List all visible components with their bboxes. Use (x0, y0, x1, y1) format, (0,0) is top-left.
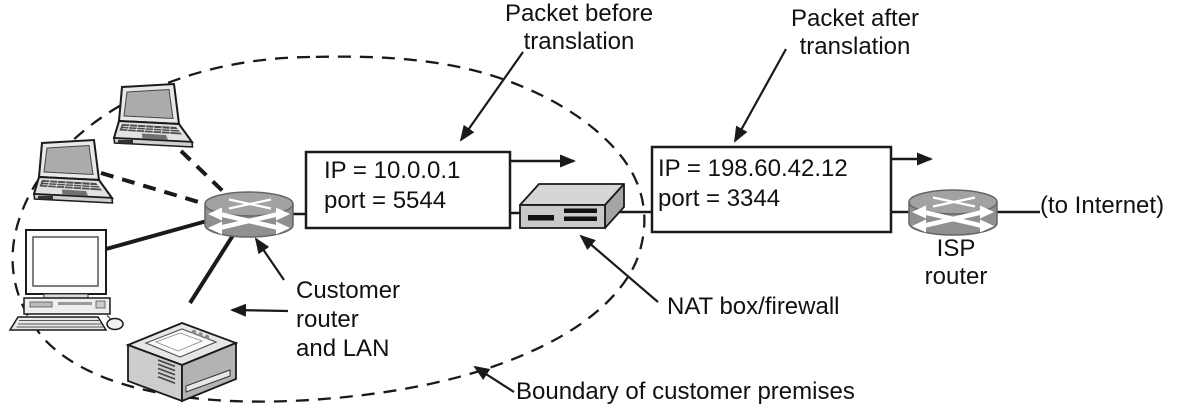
packet-after-ip: IP = 198.60.42.12 (658, 155, 848, 182)
boundary-pointer-arrow (473, 365, 515, 393)
boundary-label: Boundary of customer premises (516, 378, 855, 405)
laptop-icon (33, 139, 114, 204)
packet-before-label: Packet before translation (489, 0, 669, 56)
isp-router-label-line1: ISP (936, 235, 976, 262)
packet-before-pointer-arrow (459, 51, 524, 142)
packet-after-pointer-arrow (734, 48, 787, 143)
isp-router-label-line2: router (924, 263, 988, 290)
nat-box-icon (519, 183, 625, 229)
customer-router-label: Customer router and LAN (296, 276, 400, 363)
packet-before-content: IP = 10.0.0.1 port = 5544 (324, 156, 460, 216)
lan-link-desktop (105, 217, 215, 251)
laptop-icon (113, 83, 194, 148)
nat-box-pointer-arrow (579, 234, 659, 303)
packet-before-label-line2: translation (523, 28, 635, 55)
packet-before-ip: IP = 10.0.0.1 (324, 157, 461, 184)
customer-router-label-line1: Customer (296, 277, 401, 304)
packet-after-label-line1: Packet after (790, 5, 920, 32)
nat-box-label: NAT box/firewall (667, 293, 840, 320)
customer-premises-boundary-outline (11, 55, 646, 403)
isp-router-icon (909, 190, 997, 235)
packet-after-content: IP = 198.60.42.12 port = 3344 (658, 154, 848, 214)
packet-before-label-line1: Packet before (504, 0, 654, 27)
printer-pointer-arrow (230, 303, 289, 317)
lan-link-laptop-left (100, 171, 213, 208)
isp-router-label: ISP router (916, 235, 996, 291)
lan-link-laptop-top (179, 149, 233, 201)
customer-router-label-line2: router (296, 306, 359, 333)
packet-before-box (304, 150, 512, 230)
packet-after-label-line2: translation (799, 33, 911, 60)
packet-before-port: port = 5544 (324, 187, 447, 214)
customer-router-icon (205, 192, 293, 237)
to-internet-label: (to Internet) (1040, 192, 1165, 219)
lan-link-printer (188, 227, 239, 305)
customer-router-label-line3: and LAN (296, 335, 390, 362)
packet-after-box (650, 145, 893, 234)
packet-after-port: port = 3344 (658, 185, 781, 212)
packet-after-label: Packet after translation (765, 5, 945, 61)
customer-router-pointer-arrow (254, 237, 285, 281)
